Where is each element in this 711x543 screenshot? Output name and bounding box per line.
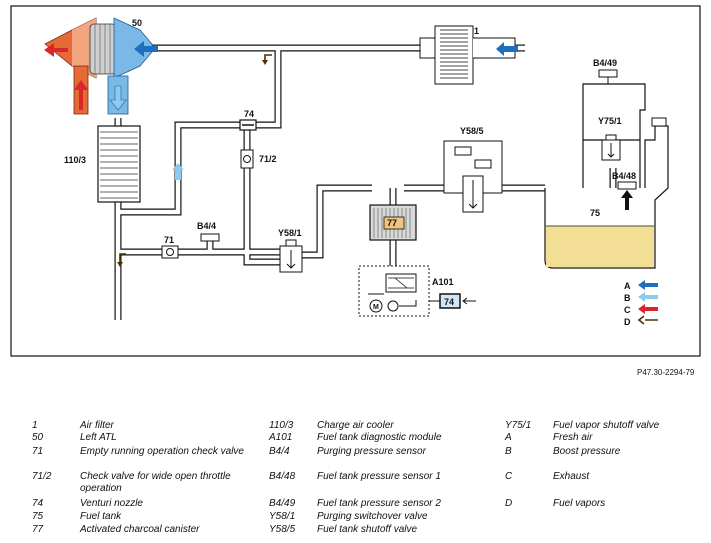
- legend-desc: Fuel vapor shutoff valve: [553, 420, 660, 431]
- legend-code: 1: [32, 420, 38, 431]
- legend-desc: Air filter: [80, 420, 114, 431]
- air-intake-arrow-icon: [496, 42, 518, 56]
- key-arrow-b-icon: [638, 292, 658, 302]
- charge-air-cooler: [97, 125, 141, 203]
- fuel-evap-diagram: 50 1 110/3 74 71/2: [10, 5, 701, 357]
- legend-code: 71: [32, 446, 44, 457]
- key-arrow-c-icon: [638, 304, 658, 314]
- exhaust-up-arrow-icon: [74, 80, 88, 110]
- legend-code: D: [505, 498, 513, 509]
- label-module: A101: [432, 277, 454, 287]
- module-arrow-icon: [462, 297, 476, 305]
- left-atl: [44, 17, 153, 115]
- label-check-valve-wot: 71/2: [259, 154, 277, 164]
- air-filter: [419, 25, 516, 85]
- legend-desc: Fresh air: [553, 432, 593, 443]
- label-tank: 75: [590, 208, 600, 218]
- boost-flow-arrow-icon: [172, 163, 184, 180]
- legend-desc: Fuel tank diagnostic module: [317, 432, 442, 443]
- figure-reference: P47.30-2294-79: [637, 368, 695, 377]
- fuel-tank-pressure-sensor-1: [617, 181, 637, 190]
- legend-desc: Charge air cooler: [317, 420, 394, 431]
- legend-code: B: [505, 446, 512, 457]
- label-b448: B4/48: [612, 171, 636, 181]
- key-label-a: A: [624, 281, 631, 291]
- purging-switchover-valve: [279, 239, 303, 273]
- legend-desc: Fuel tank pressure sensor 2: [317, 498, 441, 509]
- fuel-tank-pressure-sensor-2: [598, 69, 618, 78]
- legend-code: 50: [32, 432, 44, 443]
- motor-icon: M: [373, 304, 379, 311]
- check-valve-wot: [240, 149, 254, 169]
- diagnostic-module: [358, 265, 430, 317]
- legend-code: Y58/5: [269, 524, 296, 535]
- legend-desc: Venturi nozzle: [80, 498, 143, 509]
- key-label-b: B: [624, 293, 631, 303]
- label-atl: 50: [132, 18, 142, 28]
- label-canister: 77: [387, 218, 397, 228]
- legend-code: 74: [32, 498, 44, 509]
- fresh-air-arrow-icon: [134, 41, 158, 57]
- legend-code: A: [505, 432, 512, 443]
- label-air-filter: 1: [474, 26, 479, 36]
- legend-desc: Purging pressure sensor: [317, 446, 426, 457]
- vapor-down-arrow-icon: [119, 253, 126, 264]
- vapor-line-box: [582, 83, 646, 188]
- label-y585: Y58/5: [460, 126, 484, 136]
- fuel-vapor-shutoff-valve: [601, 134, 621, 161]
- legend-desc: Boost pressure: [553, 446, 621, 457]
- label-b44: B4/4: [197, 221, 216, 231]
- legend-code: A101: [269, 432, 293, 443]
- legend-desc: Fuel tank: [80, 511, 122, 522]
- fuel-tank-shutoff-valve: [443, 140, 503, 213]
- label-y751: Y75/1: [598, 116, 622, 126]
- legend-code: 71/2: [32, 471, 52, 482]
- legend-desc: Left ATL: [80, 432, 117, 443]
- legend-desc: Activated charcoal canister: [80, 524, 200, 535]
- key-arrow-d-icon: [637, 315, 658, 325]
- purging-pressure-sensor: [200, 233, 220, 242]
- check-valve-empty: [161, 245, 179, 259]
- fuel-tank: [544, 117, 669, 269]
- key-arrow-a-icon: [638, 280, 658, 290]
- legend-code: Y58/1: [269, 511, 296, 522]
- legend-desc: Fuel vapors: [553, 498, 606, 509]
- key-label-c: C: [624, 305, 631, 315]
- legend-code: C: [505, 471, 513, 482]
- label-check-valve-empty: 71: [164, 235, 174, 245]
- flow-key: A B C D: [624, 280, 658, 327]
- legend-code: B4/49: [269, 498, 296, 509]
- exhaust-arrow-icon: [44, 43, 68, 57]
- legend-code: 110/3: [269, 420, 294, 431]
- label-venturi: 74: [244, 109, 254, 119]
- legend: 1 Air filter 50 Left ATL 71 Empty runnin…: [0, 418, 711, 543]
- legend-desc: Fuel tank pressure sensor 1: [317, 471, 441, 482]
- label-y581: Y58/1: [278, 228, 302, 238]
- charcoal-canister: [369, 204, 417, 241]
- vapor-arrow-icon: [264, 54, 272, 62]
- legend-code: B4/4: [269, 446, 290, 457]
- boost-down-arrow-icon: [109, 85, 127, 111]
- legend-code: 77: [32, 524, 44, 535]
- legend-desc: Fuel tank shutoff valve: [317, 524, 418, 535]
- label-b449: B4/49: [593, 58, 617, 68]
- vapor-up-arrow-icon: [621, 190, 633, 210]
- legend-desc: Empty running operation check valve: [80, 446, 244, 457]
- legend-code: Y75/1: [505, 420, 532, 431]
- legend-desc: Exhaust: [553, 471, 590, 482]
- key-label-d: D: [624, 317, 631, 327]
- legend-desc: Purging switchover valve: [317, 511, 428, 522]
- legend-desc: Check valve for wide open throttle opera…: [80, 471, 231, 494]
- legend-code: B4/48: [269, 471, 296, 482]
- legend-code: 75: [32, 511, 44, 522]
- label-module-74: 74: [444, 297, 454, 307]
- label-charge-air-cooler: 110/3: [64, 155, 86, 165]
